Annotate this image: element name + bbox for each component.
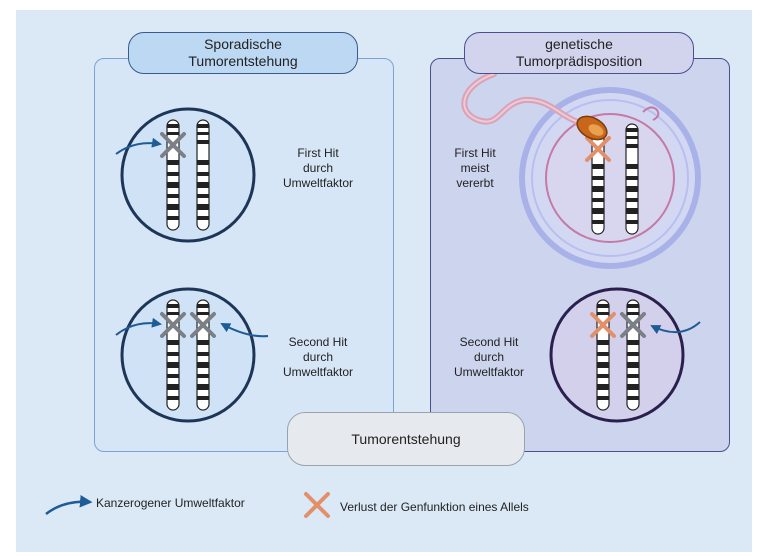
caption-line: Umweltfaktor [282, 365, 353, 379]
cell-left-top [115, 107, 256, 243]
sperm-cell [461, 71, 608, 141]
cell-right-bottom [549, 287, 701, 423]
title-line: Tumorprädisposition [515, 53, 643, 69]
title-line: Tumorentstehung [188, 53, 298, 69]
carcinogen-arrow [220, 323, 269, 338]
caption-line: meist [460, 161, 490, 175]
caption-line: durch [302, 161, 334, 175]
carcinogen-arrow [115, 317, 162, 336]
caption-right-top: First Hit meist vererbt [440, 146, 510, 191]
cross-orange [585, 136, 611, 162]
cross-grey [620, 312, 646, 338]
title-genetic: genetische Tumorprädisposition [464, 32, 694, 74]
caption-line: vererbt [456, 176, 494, 190]
egg-cell [519, 87, 701, 269]
caption-left-bottom: Second Hit durch Umweltfaktor [268, 335, 368, 380]
caption-line: Second Hit [288, 335, 348, 349]
title-tumor-formation: Tumorentstehung [287, 412, 525, 466]
caption-line: Umweltfaktor [282, 176, 353, 190]
title-line: Tumorentstehung [351, 430, 461, 447]
caption-left-top: First Hit durch Umweltfaktor [268, 146, 368, 191]
legend-arrow-label: Kanzerogener Umweltfaktor [96, 496, 245, 510]
legend-cross-label: Verlust der Genfunktion eines Allels [340, 500, 529, 514]
caption-line: First Hit [454, 146, 496, 160]
legend-cross-icon [304, 492, 330, 518]
title-line: genetische [545, 36, 613, 52]
carcinogen-arrow [650, 321, 701, 335]
cross-orange [590, 312, 616, 338]
caption-line: Second Hit [459, 335, 519, 349]
carcinogen-arrow [115, 137, 162, 155]
title-sporadic: Sporadische Tumorentstehung [128, 32, 358, 74]
cross-grey [160, 312, 216, 338]
legend-arrow-icon [45, 495, 93, 515]
caption-line: durch [473, 350, 505, 364]
caption-line: durch [302, 350, 334, 364]
caption-line: Umweltfaktor [453, 365, 524, 379]
title-line: Sporadische [204, 36, 282, 52]
caption-line: First Hit [297, 146, 339, 160]
cell-left-bottom [115, 287, 269, 423]
cross-grey [160, 132, 186, 158]
caption-right-bottom: Second Hit durch Umweltfaktor [444, 335, 534, 380]
